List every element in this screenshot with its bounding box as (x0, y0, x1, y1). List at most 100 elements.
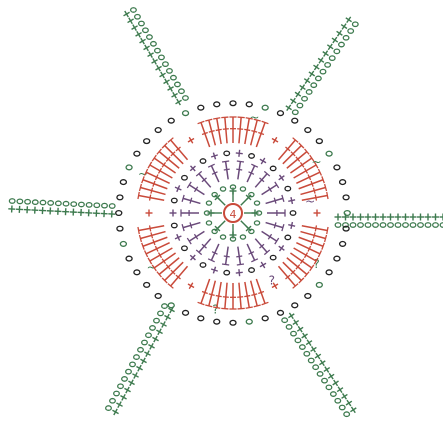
dc-top (325, 184, 327, 191)
dc-top (205, 119, 212, 121)
double-crochet-stitch (245, 282, 249, 308)
double-crochet-stitch (226, 247, 229, 265)
chain-stitch (120, 242, 126, 247)
chain-stitch (246, 319, 252, 324)
dc-top (327, 227, 328, 234)
chain-stitch (297, 103, 303, 107)
chain-stitch (171, 75, 177, 79)
double-crochet-stitch (283, 262, 302, 280)
chain-stitch (172, 198, 178, 202)
chain-stitch (172, 223, 178, 227)
dc-top (246, 307, 253, 308)
single-crochet-stitch (410, 214, 417, 221)
dc-top (139, 184, 141, 191)
chain-stitch (117, 195, 123, 200)
chain-stitch (282, 318, 288, 322)
chain-stitch (144, 139, 150, 144)
dc-top (325, 235, 327, 242)
chain-stitch (138, 348, 144, 352)
chain-stitch (308, 358, 314, 362)
double-crochet-stitch (154, 253, 175, 268)
sc-bar (327, 45, 333, 49)
chain-stitch (339, 42, 345, 46)
single-crochet-stitch (147, 342, 157, 352)
chain-stitch (117, 226, 123, 231)
chain-stitch (302, 96, 308, 100)
chain-stitch (286, 325, 292, 329)
center-label: 4 (230, 208, 237, 221)
chain-stitch (120, 180, 126, 185)
chain-stitch (147, 35, 153, 39)
single-crochet-stitch (47, 207, 54, 214)
chain-stitch (326, 270, 332, 275)
chain-stitch (151, 42, 157, 46)
chain-stitch (316, 282, 322, 287)
sc-bar (291, 197, 292, 204)
dc-crossbar (223, 297, 229, 298)
chain-stitch (292, 303, 298, 308)
chain-stitch (155, 294, 161, 299)
single-crochet-stitch (150, 57, 160, 67)
sc-bar (350, 408, 356, 412)
single-crochet-stitch (119, 393, 129, 403)
dc-top (237, 264, 244, 265)
sc-bar (279, 245, 283, 251)
dc-crossbar (274, 222, 276, 228)
chain-stitch (131, 8, 137, 12)
dc-top (221, 308, 228, 309)
chain-stitch (277, 111, 283, 116)
sc-bar (236, 272, 243, 273)
sc-bar (297, 327, 303, 331)
single-crochet-stitch (425, 214, 432, 221)
double-crochet-stitch (290, 253, 311, 268)
sc-bar (293, 321, 299, 325)
chain-stitch (270, 255, 276, 259)
single-crochet-stitch (24, 206, 31, 213)
single-crochet-stitch (335, 214, 342, 221)
dc-top (139, 235, 141, 242)
single-crochet-stitch (258, 260, 268, 270)
single-crochet-stitch (395, 214, 402, 221)
chain-stitch (40, 200, 46, 204)
chain-stitch (285, 186, 291, 190)
double-crochet-stitch (225, 283, 227, 309)
double-crochet-stitch (245, 118, 249, 144)
sc-bar (337, 388, 343, 392)
chain-stitch (143, 28, 149, 32)
dc-crossbar (244, 129, 250, 130)
chain-stitch (410, 223, 416, 227)
chain-stitch (293, 110, 299, 114)
double-crochet-stitch (225, 117, 227, 143)
dc-crossbar (251, 294, 257, 296)
double-crochet-stitch (251, 281, 258, 306)
chain-stitch (158, 311, 164, 315)
chain-stitch (277, 310, 283, 315)
sc-bar (318, 58, 324, 62)
double-crochet-stitch (290, 158, 311, 173)
single-crochet-stitch (123, 385, 133, 395)
double-crochet-stitch (140, 232, 165, 239)
chain-stitch (32, 200, 38, 204)
sc-bar (304, 79, 310, 83)
single-crochet-stitch (163, 312, 173, 322)
chain-stitch (220, 187, 225, 191)
chain-stitch (344, 211, 350, 216)
double-crochet-stitch (217, 118, 221, 144)
sc-bar (279, 175, 283, 181)
sc-bar (315, 354, 321, 358)
chain-stitch (350, 223, 356, 227)
sc-bar (332, 38, 338, 42)
sc-bar (309, 72, 315, 76)
double-crochet-stitch (278, 140, 295, 160)
single-crochet-stitch (440, 214, 443, 221)
chain-stitch (270, 166, 276, 170)
double-crochet-stitch (199, 239, 211, 253)
sc-bar (323, 52, 329, 56)
single-crochet-stitch (155, 327, 165, 337)
single-crochet-stitch (258, 156, 268, 166)
sc-bar (291, 222, 292, 229)
single-crochet-stitch (115, 400, 125, 410)
chain-stitch (224, 151, 230, 155)
chain-stitch (114, 391, 120, 395)
